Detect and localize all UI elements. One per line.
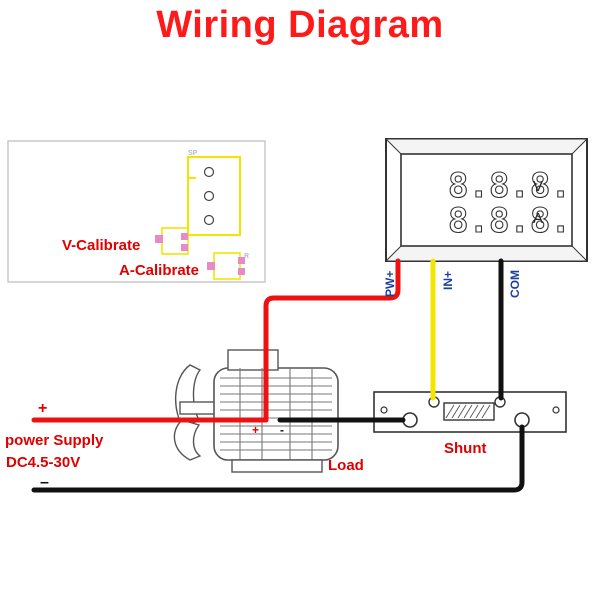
motor-base bbox=[231, 459, 323, 473]
a-calibrate-pad-right-bottom bbox=[238, 268, 245, 275]
page-title: Wiring Diagram bbox=[156, 4, 444, 46]
com-label: COM bbox=[508, 270, 522, 298]
shunt-label: Shunt bbox=[444, 440, 487, 457]
connector-outline bbox=[187, 156, 241, 236]
connector-pin-3 bbox=[203, 214, 215, 226]
current-unit: A bbox=[533, 210, 543, 227]
load-label: Load bbox=[328, 457, 364, 474]
v-calibrate-pad-left bbox=[155, 235, 163, 243]
v-calibrate-pad-right-top bbox=[181, 233, 188, 240]
voltage-digits: 8.8.8. bbox=[448, 166, 571, 206]
connector-pin-1 bbox=[203, 166, 215, 178]
load-minus-label: - bbox=[280, 423, 284, 437]
meter-window bbox=[400, 153, 573, 247]
motor-terminal-box bbox=[227, 349, 279, 371]
v-calibrate-pad-right-bottom bbox=[181, 244, 188, 251]
calibration-board: SP R V-Calibrate A-Calibrate bbox=[7, 140, 266, 283]
shunt-mount-hole-right bbox=[552, 406, 560, 414]
motor-body bbox=[213, 367, 339, 461]
shunt-resistor bbox=[443, 402, 495, 421]
small-mark: R bbox=[244, 253, 249, 260]
power-range-label: DC4.5-30V bbox=[6, 454, 80, 471]
board-outline bbox=[7, 140, 266, 283]
a-calibrate-pad-right-top bbox=[238, 257, 245, 264]
connector-pin-2 bbox=[203, 190, 215, 202]
current-digits: 8.8.8. bbox=[448, 201, 571, 241]
power-plus-label: + bbox=[38, 400, 47, 417]
a-calibrate-pad-left bbox=[207, 262, 215, 270]
red-wire-pw-plus bbox=[263, 258, 401, 423]
panel-meter: 8.8.8. 8.8.8. V A bbox=[384, 138, 589, 262]
voltage-unit: V bbox=[533, 178, 543, 195]
shunt: Shunt bbox=[373, 391, 567, 457]
motor-fins bbox=[220, 368, 332, 460]
meter-bevel-top bbox=[384, 138, 589, 155]
meter-bevel-bottom bbox=[384, 245, 589, 262]
pw-plus-label: PW+ bbox=[383, 271, 397, 297]
in-plus-label: IN+ bbox=[441, 271, 455, 290]
load-plus-label: + bbox=[252, 423, 259, 437]
sp-mark: SP bbox=[188, 150, 198, 157]
shunt-mount-hole-left bbox=[380, 406, 388, 414]
shunt-hatching bbox=[445, 404, 491, 419]
v-calibrate-label: V-Calibrate bbox=[62, 237, 140, 254]
black-wire-supply-minus bbox=[31, 424, 525, 493]
wires bbox=[31, 258, 525, 493]
load-motor: + - bbox=[173, 349, 339, 473]
fan-blade-bottom bbox=[173, 419, 202, 461]
a-calibrate-label: A-Calibrate bbox=[119, 262, 199, 279]
power-supply-label: power Supply bbox=[5, 432, 104, 449]
power-minus-label: – bbox=[40, 474, 49, 491]
